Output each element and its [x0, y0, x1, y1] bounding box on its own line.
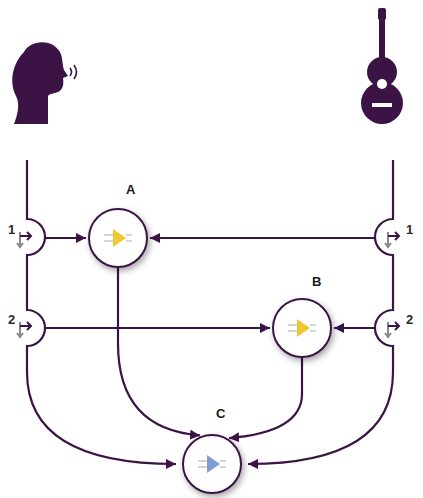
bus-label: B — [312, 274, 321, 289]
bus-connector — [118, 268, 200, 435]
bus-circle: A — [88, 208, 148, 268]
send-number: 1 — [406, 222, 413, 237]
send-number: 2 — [406, 312, 413, 327]
bus-circle: B — [272, 298, 332, 358]
bus-outline — [88, 208, 148, 268]
bus-connector — [229, 358, 302, 438]
bus-label: A — [126, 182, 135, 197]
guitar-icon — [361, 8, 403, 124]
send-number: 1 — [8, 222, 15, 237]
bus-label: C — [216, 406, 225, 421]
send-number: 2 — [8, 312, 15, 327]
bus-outline — [182, 434, 242, 494]
bus-circle: C — [182, 434, 242, 494]
singer-icon — [12, 42, 76, 124]
bus-outline — [272, 298, 332, 358]
